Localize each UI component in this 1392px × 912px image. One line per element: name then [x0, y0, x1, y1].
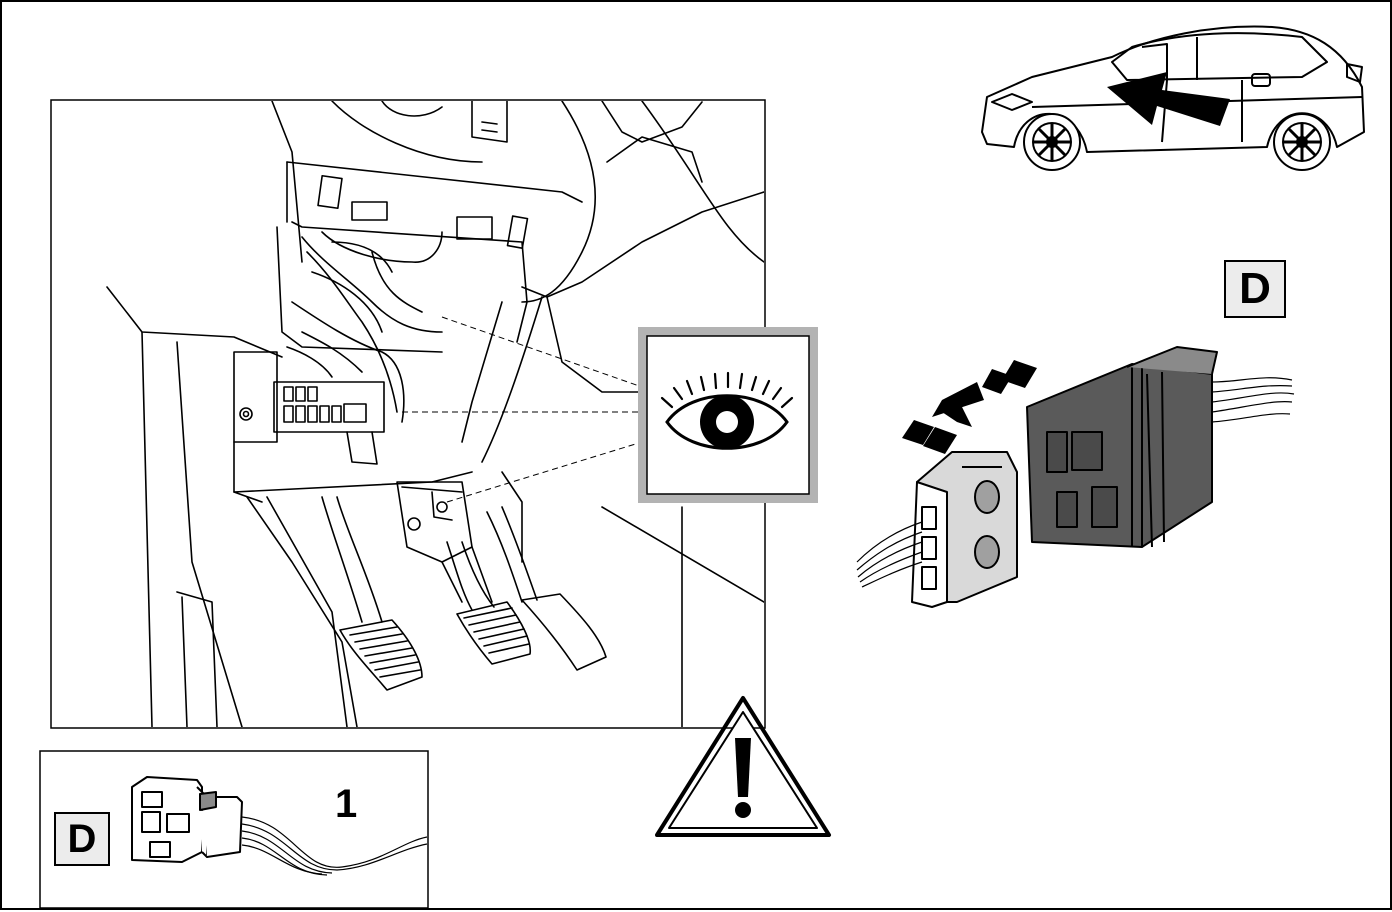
direction-arrow-icon [1107, 72, 1230, 126]
female-connector [1026, 346, 1218, 548]
eye-inspection-box [638, 327, 818, 503]
female-connector-wires [1211, 377, 1295, 423]
car-side-icon [981, 25, 1365, 171]
male-connector-wires [856, 521, 923, 588]
wire-number-label: 1 [335, 782, 358, 826]
eye-icon [660, 371, 794, 450]
male-connector [911, 451, 1018, 608]
connector-label-inset: D [54, 812, 110, 866]
inset-connector [131, 776, 243, 863]
connect-arrows-icon [902, 360, 1037, 454]
connector-label-main: D [1224, 260, 1286, 318]
warning-triangle-icon [655, 696, 831, 837]
sight-lines [402, 316, 643, 503]
inset-wires [241, 816, 428, 876]
